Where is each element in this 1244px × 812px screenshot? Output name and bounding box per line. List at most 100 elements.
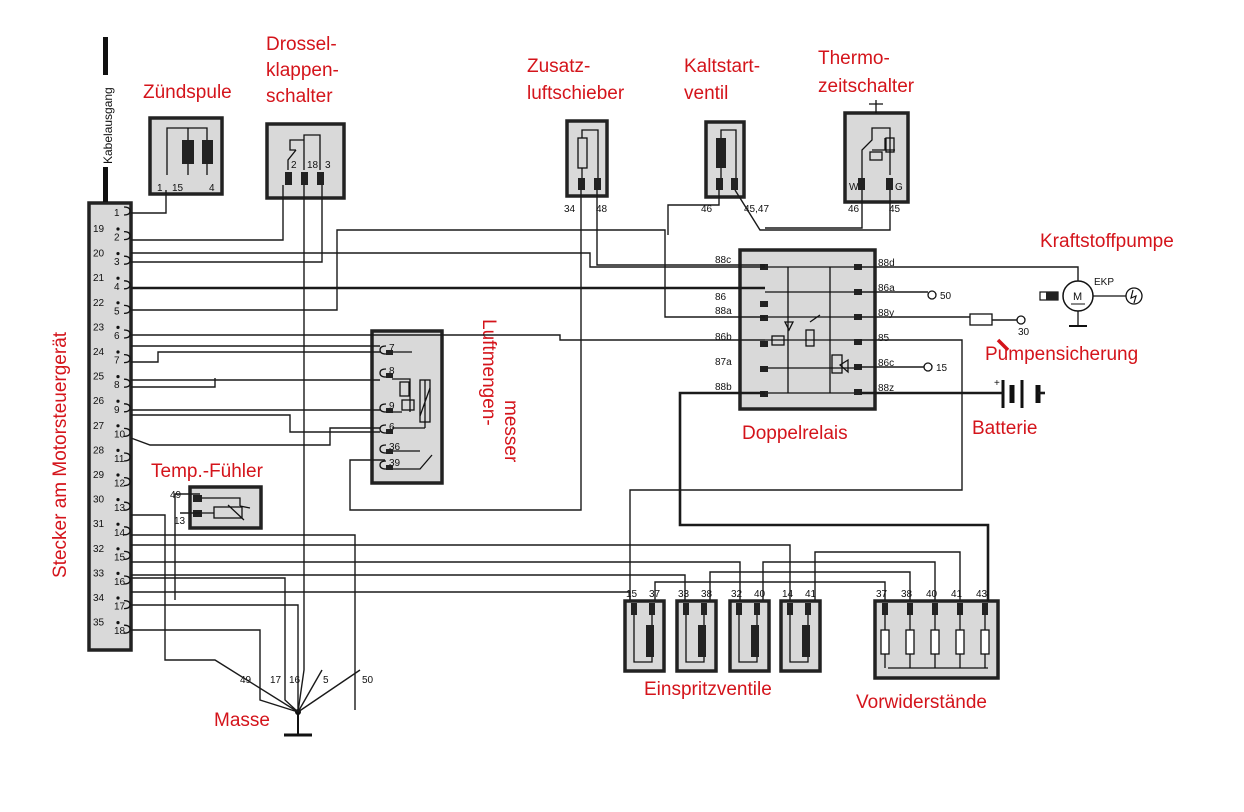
fuse-symbol [969, 313, 993, 326]
luftmengen-contact-8 [386, 373, 393, 378]
stecker-pin-31: 31 [93, 519, 105, 530]
stecker-pin-2: 2 [114, 233, 120, 244]
kaltstart-label-2: ventil [684, 83, 728, 104]
relais-contact-87a [760, 366, 768, 372]
stecker-socket-18 [123, 624, 131, 634]
einspritz-pin-32: 32 [731, 589, 743, 600]
relais-pin-88z: 88z [878, 383, 894, 394]
terminal-50-label: 50 [940, 291, 952, 302]
vorwid-pin-38: 38 [901, 589, 913, 600]
relais-pin-87a: 87a [715, 357, 732, 368]
drossel-label-3: schalter [266, 86, 333, 107]
einspritz-wiring-4 [789, 615, 809, 663]
einspritz-contact-b-4 [805, 603, 811, 615]
stecker-pin-9: 9 [114, 405, 120, 416]
einspritz-pin-38: 38 [701, 589, 713, 600]
masse-wire-16: 16 [289, 675, 301, 686]
stecker-dot-32 [116, 547, 120, 551]
drossel-label-2: klappen- [266, 60, 339, 81]
luftmengen-pin-7: 7 [389, 343, 395, 354]
temp-pin-49: 49 [170, 490, 182, 501]
relais-pin-88d: 88d [878, 258, 895, 269]
luftmengen-pin-8: 8 [389, 366, 395, 377]
luftmengen-contact-36 [386, 449, 393, 454]
einspritz-wiring-1 [633, 615, 653, 663]
stecker-socket-4 [123, 280, 131, 290]
stecker-dot-33 [116, 571, 120, 576]
kraftstoffpumpe-symbol: M EKP [1039, 277, 1143, 327]
masse-ground [284, 709, 312, 737]
stecker-pin-32: 32 [93, 544, 105, 555]
vorwid-contact-40 [932, 603, 938, 615]
einspritzventil-3 [728, 599, 771, 673]
kaltstart-label-1: Kaltstart- [684, 56, 760, 77]
stecker-socket-17 [123, 599, 131, 610]
thermo-pin-w: W [849, 182, 859, 193]
stecker-socket-15 [123, 550, 131, 561]
stecker-socket-13 [123, 501, 131, 511]
temp-pin-13: 13 [174, 516, 186, 527]
relais-contact-88z [854, 389, 862, 395]
kabelausgang-marker-top [103, 37, 108, 75]
masse-wire-50: 50 [362, 675, 374, 686]
stecker-socket-14 [123, 526, 131, 536]
stecker-pin-14: 14 [114, 528, 126, 539]
vorwid-contact-37 [882, 603, 888, 615]
einspritz-label: Einspritzventile [644, 679, 772, 700]
einspritz-wiring-3 [738, 615, 758, 663]
stecker-socket-6 [123, 329, 131, 339]
stecker-pin-3: 3 [114, 257, 120, 268]
stecker-pins: 1234567891011121314151617181920212223242… [93, 206, 131, 637]
einspritz-contact-a-1 [631, 603, 637, 615]
relais-pin-86c: 86c [878, 358, 894, 369]
luftmengen-socket-36 [379, 444, 387, 454]
relais-contact-88d [854, 264, 862, 270]
relais-pin-88b: 88b [715, 382, 732, 393]
masse-wire-49: 49 [240, 675, 252, 686]
fuse-pointer [996, 338, 1010, 352]
zusatz-pin-34: 34 [564, 204, 576, 215]
luftmengen-pin-6: 6 [389, 422, 395, 433]
pumpe-ekp-label: EKP [1094, 277, 1114, 288]
stecker-pin-11: 11 [114, 454, 125, 465]
kaltstart-pin-46: 46 [701, 204, 713, 215]
vorwid-pin-41: 41 [951, 589, 963, 600]
luftmengen-socket-6 [379, 424, 387, 434]
vorwid-resistor-38 [905, 629, 915, 655]
zusatz-label-2: luftschieber [527, 83, 625, 104]
einspritz-contact-b-1 [649, 603, 655, 615]
doppelrelais-component [738, 248, 877, 411]
einspritz-pin-33: 33 [678, 589, 690, 600]
relais-contact-86b [760, 341, 768, 347]
drossel-pin-3: 3 [325, 160, 331, 171]
zuendspule-label: Zündspule [143, 82, 232, 103]
batterie-label: Batterie [972, 418, 1037, 439]
stecker-pin-22: 22 [93, 298, 105, 309]
stecker-dot-23 [116, 325, 120, 329]
zuendspule-pin-15: 15 [172, 183, 184, 194]
thermo-pin-g: G [895, 182, 903, 193]
stecker-pin-30: 30 [93, 495, 105, 506]
stecker-pin-25: 25 [93, 372, 105, 383]
temp-fuehler-component: 49 13 [170, 485, 263, 530]
luftmengen-socket-9 [379, 403, 387, 413]
stecker-pin-6: 6 [114, 331, 120, 342]
einspritz-contact-b-2 [701, 603, 707, 615]
stecker-dot-27 [116, 424, 120, 428]
stecker-dot-22 [116, 301, 120, 305]
stecker-pin-10: 10 [114, 429, 126, 440]
stecker-pin-15: 15 [114, 552, 126, 563]
vorwid-contact-41 [957, 603, 963, 615]
stecker-pin-4: 4 [114, 282, 120, 293]
kabelausgang-label: Kabelausgang [101, 87, 115, 164]
stecker-dot-30 [116, 498, 120, 502]
stecker-dot-21 [116, 276, 120, 280]
relais-pin-86a: 86a [878, 283, 895, 294]
stecker-socket-11 [123, 452, 131, 462]
stecker-socket-5 [123, 304, 131, 315]
stecker-pin-7: 7 [114, 356, 120, 367]
